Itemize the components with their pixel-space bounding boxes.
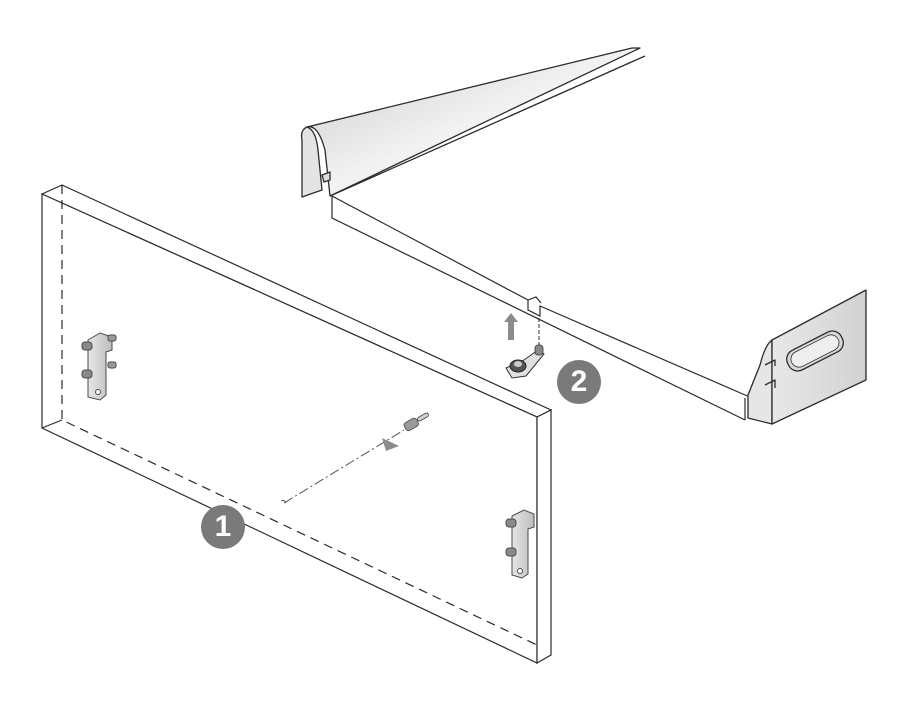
front-fixing-bracket-left: [81, 332, 117, 401]
screw-dowel: [280, 412, 429, 504]
push-up-arrow: [504, 313, 518, 340]
step-badge-1: [201, 505, 245, 549]
front-fixing-bracket-right: [505, 509, 535, 579]
drawer-side-right: [747, 289, 867, 425]
insert-direction-arrow: [382, 438, 399, 451]
step-number-2: 2: [570, 365, 588, 398]
step-badge-2: [557, 360, 601, 404]
step-number-1: 1: [214, 510, 232, 543]
rear-bracket-clip: [504, 313, 545, 379]
drawer-side-left: [300, 47, 646, 198]
front-panel: [40, 184, 553, 665]
drawer-back-panel: [331, 195, 753, 421]
